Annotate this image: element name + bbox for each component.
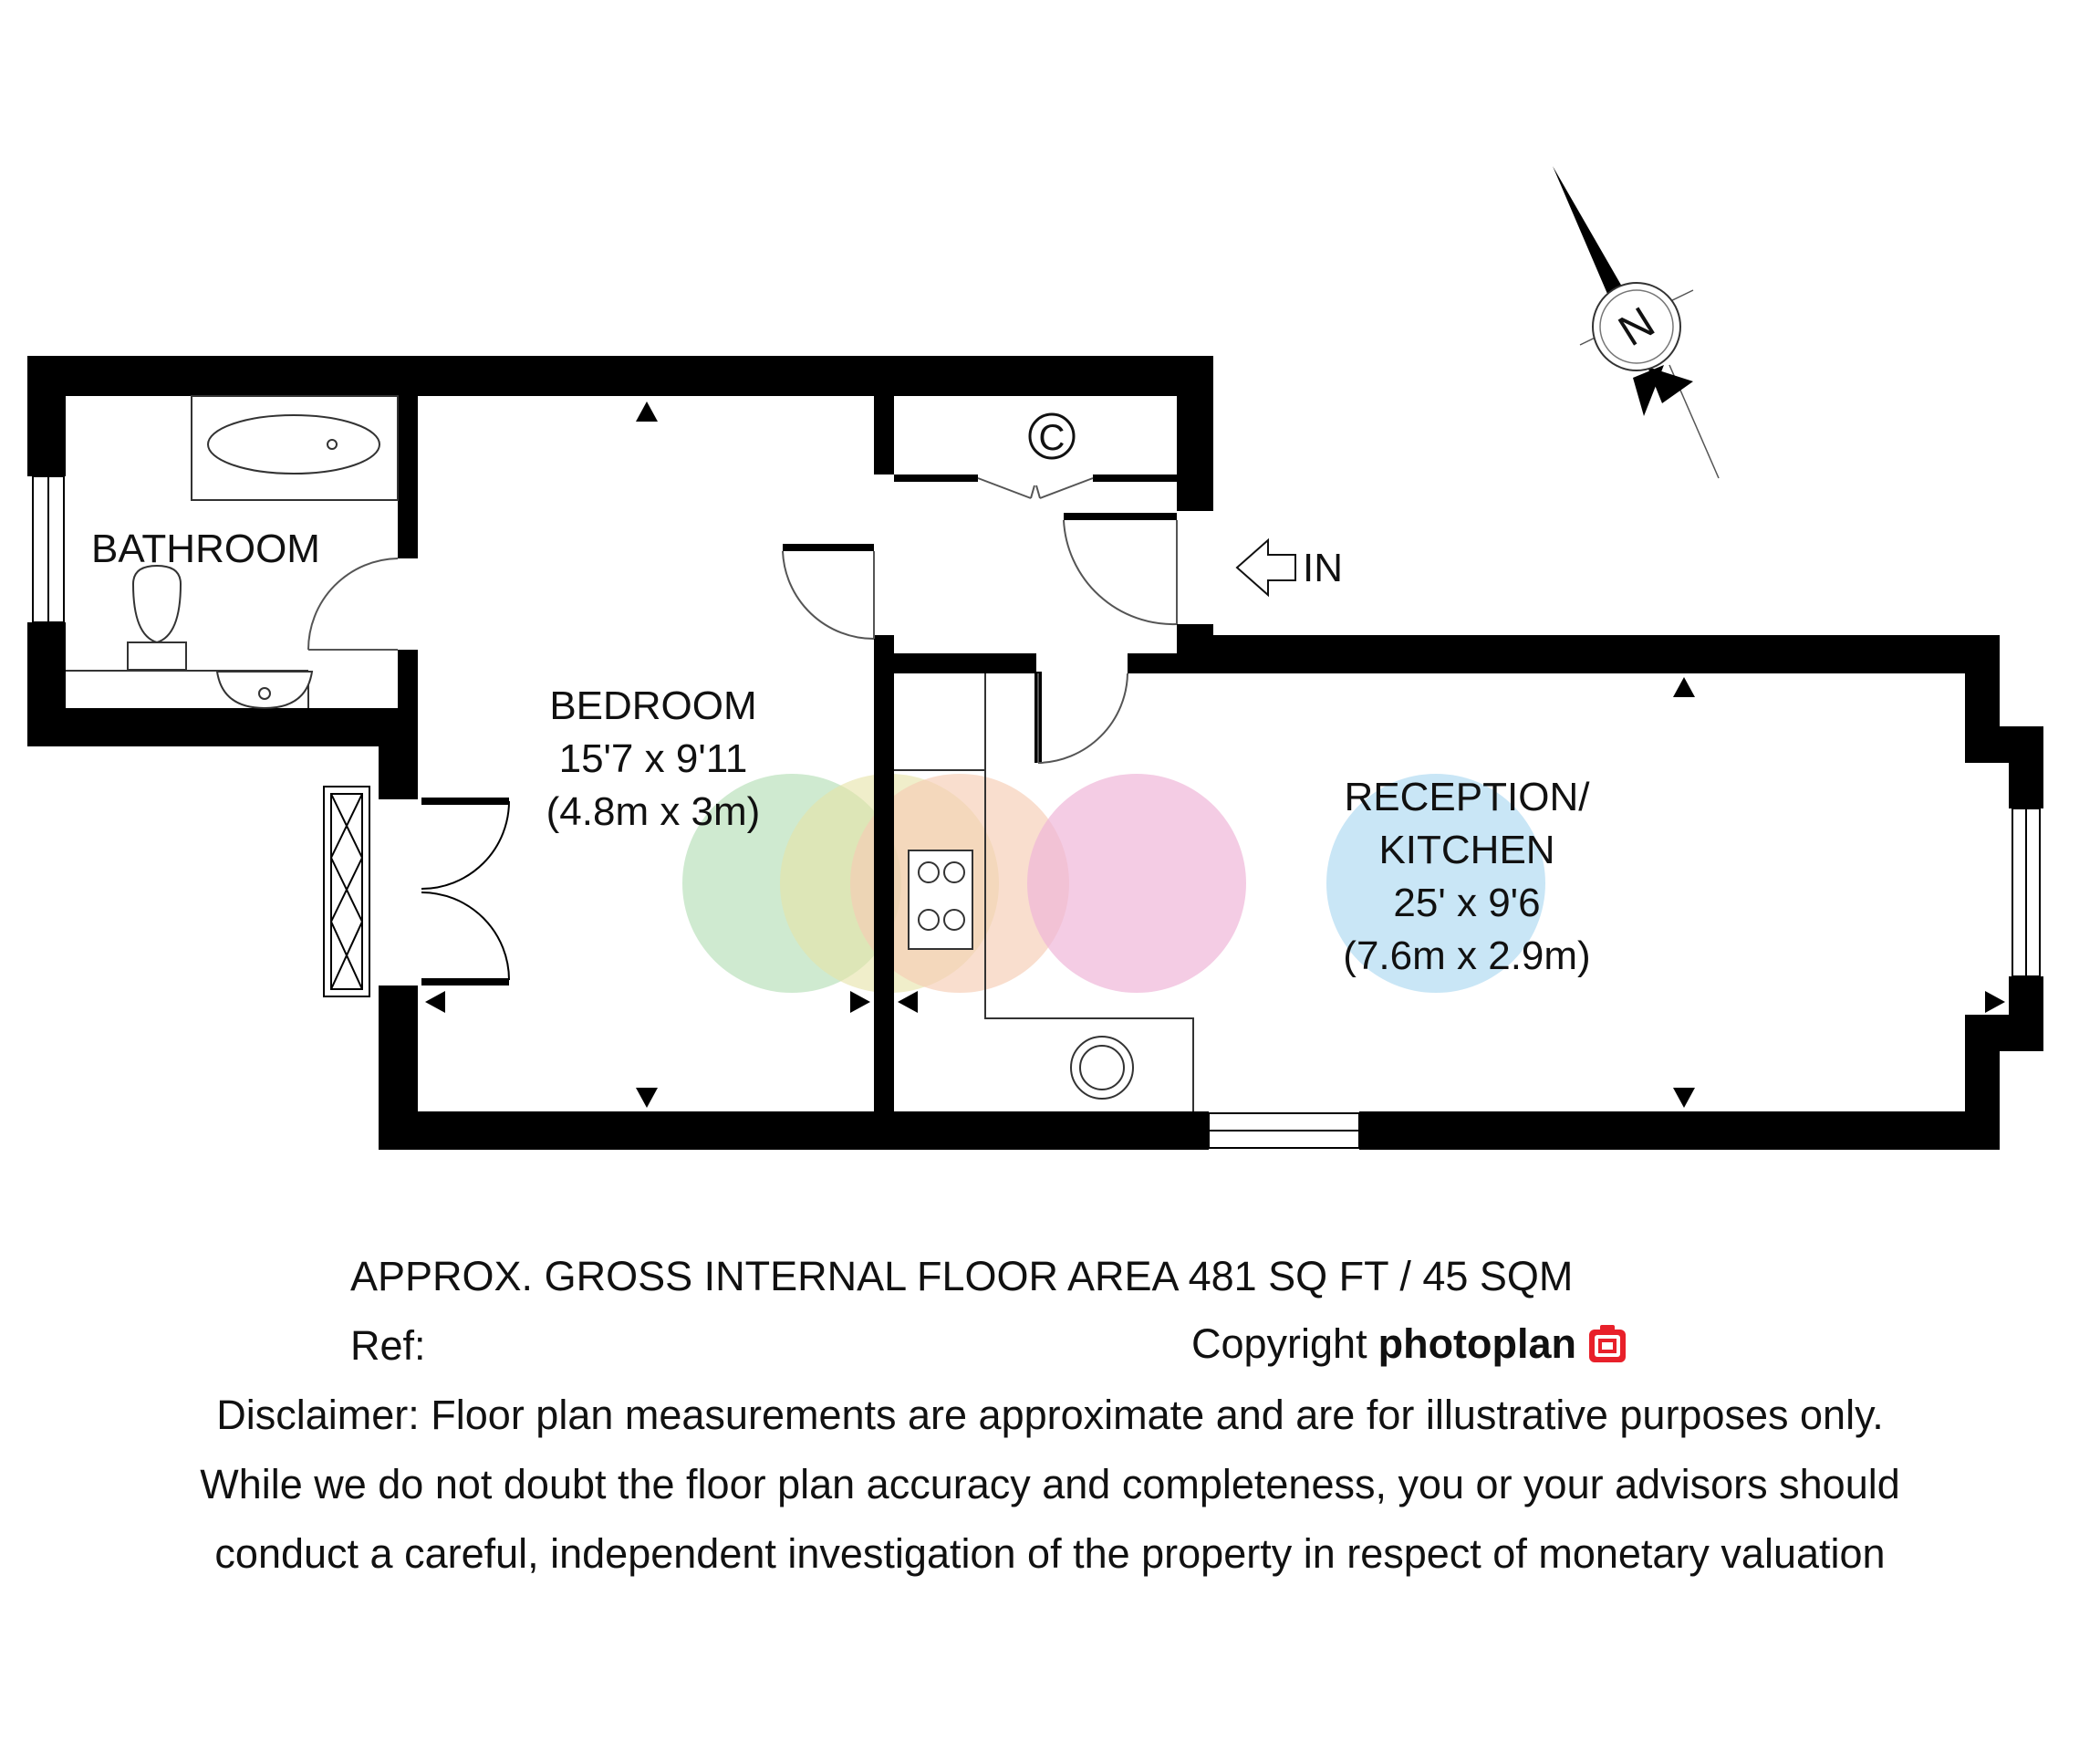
reception-label-line2: KITCHEN <box>1378 828 1554 872</box>
compass: N <box>1553 166 1720 479</box>
windows <box>32 475 2041 1149</box>
hob <box>908 850 973 950</box>
copyright-label: Copyright <box>1191 1320 1367 1367</box>
dimension-arrows <box>425 402 2005 1108</box>
bedroom-size-metric: (4.8m x 3m) <box>546 789 761 834</box>
circle-pink <box>1027 774 1246 993</box>
compass-needle-icon <box>1553 166 1622 294</box>
toilet <box>131 564 182 644</box>
entrance-label: IN <box>1303 546 1343 590</box>
copyright-row: Copyright photoplan <box>1191 1323 1627 1364</box>
bath-basin <box>207 414 380 474</box>
cupboard-label: C <box>1039 418 1066 458</box>
bathtub <box>191 395 399 501</box>
disclaimer-line-2: While we do not doubt the floor plan acc… <box>200 1461 1900 1507</box>
bedroom-label: BEDROOM <box>549 683 756 728</box>
ref-label: Ref: <box>350 1322 426 1369</box>
bedroom-size-imperial: 15'7 x 9'11 <box>559 736 748 781</box>
disclaimer-line-3: conduct a careful, independent investiga… <box>214 1530 1886 1577</box>
room-labels: BATHROOM BEDROOM 15'7 x 9'11 (4.8m x 3m)… <box>91 527 1591 978</box>
reception-size-metric: (7.6m x 2.9m) <box>1343 933 1590 978</box>
entrance-indicator: IN <box>1235 537 1343 598</box>
reception-label-line1: RECEPTION/ <box>1345 775 1591 819</box>
entrance-arrow-icon <box>1235 537 1296 598</box>
reception-size-imperial: 25' x 9'6 <box>1393 881 1540 925</box>
disclaimer-line-1: Disclaimer: Floor plan measurements are … <box>216 1392 1884 1438</box>
walls <box>27 356 2043 1150</box>
balcony <box>323 786 510 997</box>
bathroom-label: BATHROOM <box>91 527 320 571</box>
circle-blue <box>1326 774 1545 993</box>
doors <box>307 477 1178 764</box>
photoplan-brand: photoplan <box>1377 1320 1577 1367</box>
fixtures <box>66 395 1194 1111</box>
cupboard-marker: C <box>1028 412 1076 460</box>
floor-area-line: APPROX. GROSS INTERNAL FLOOR AREA 481 SQ… <box>350 1253 1574 1299</box>
camera-logo-icon <box>1589 1324 1627 1362</box>
